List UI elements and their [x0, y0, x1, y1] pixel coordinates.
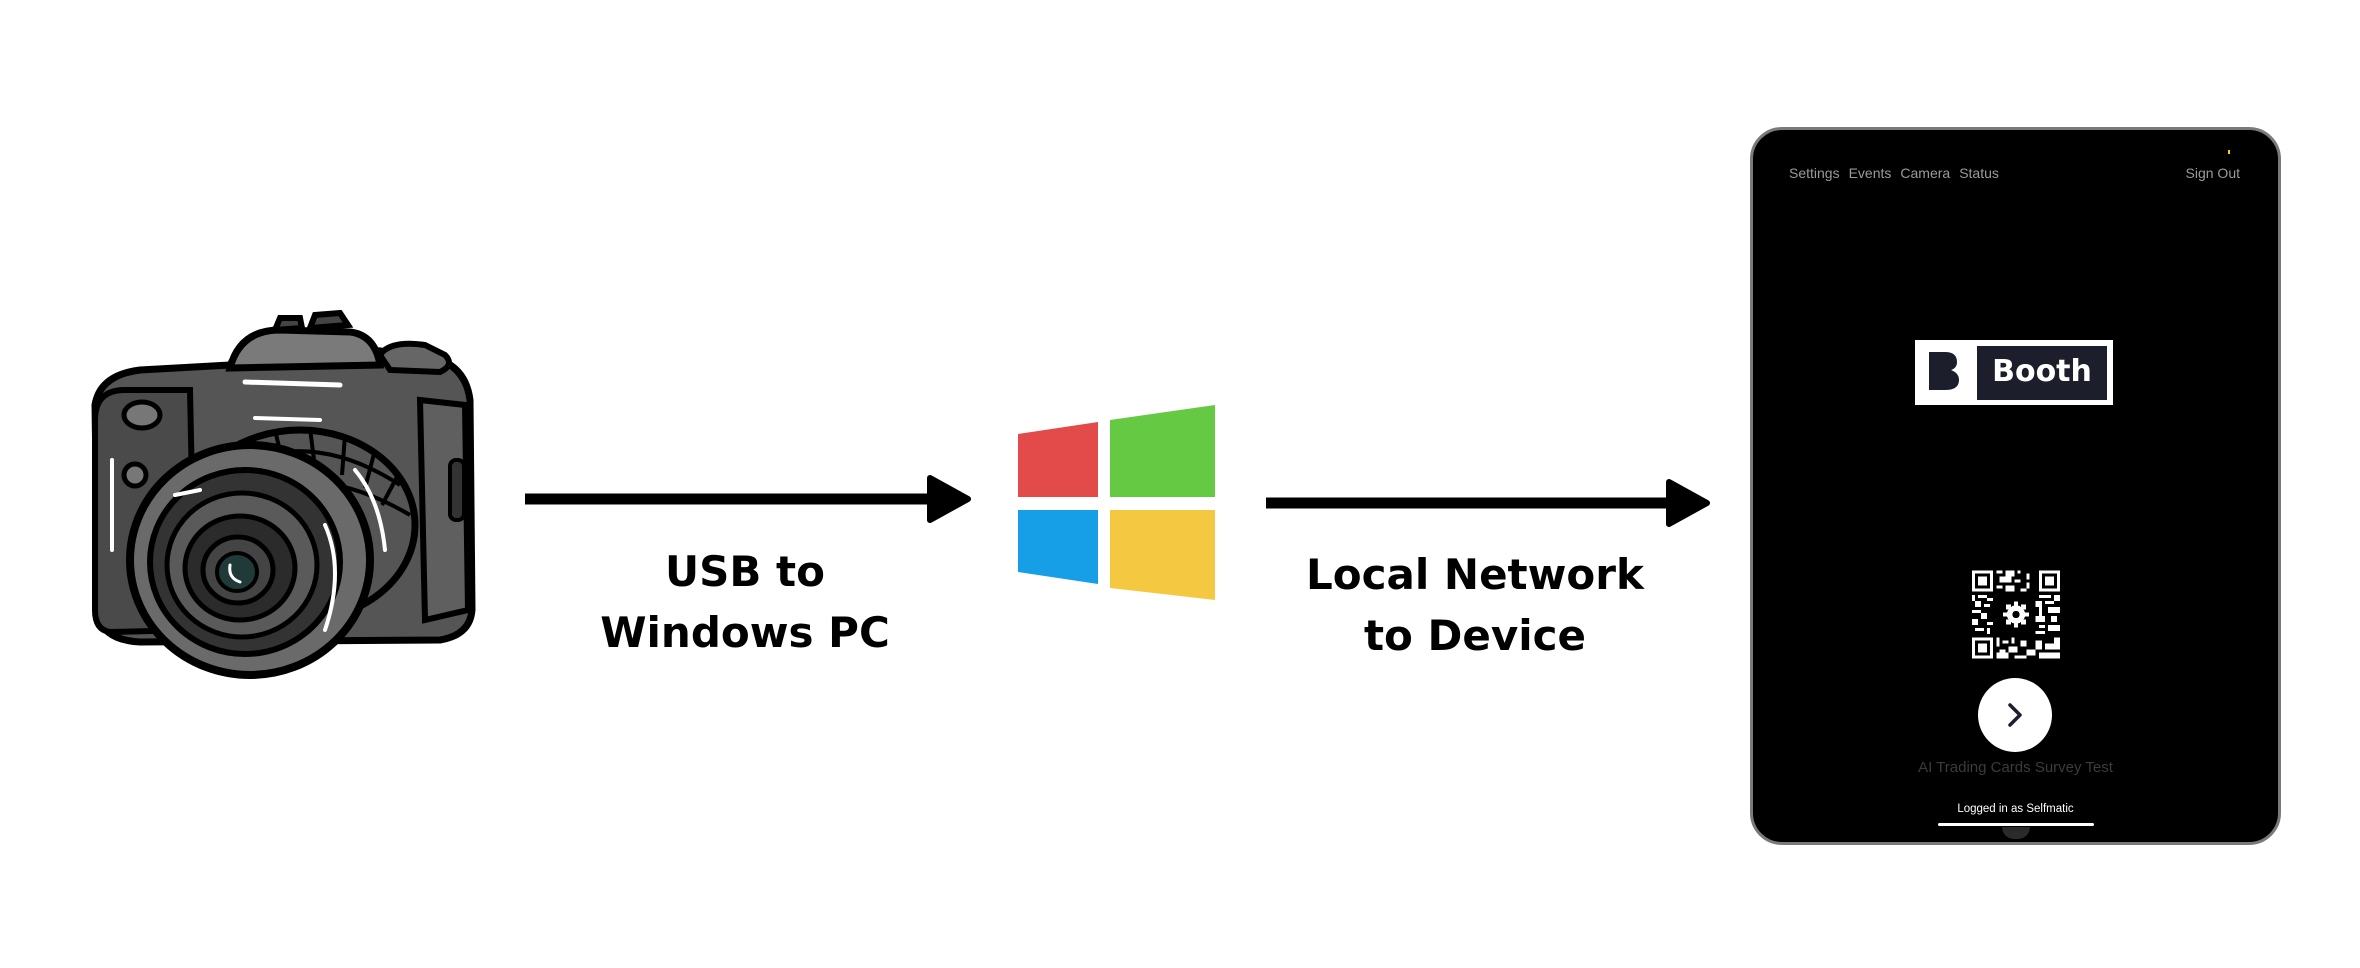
windows-tile-yellow: [1110, 510, 1215, 600]
home-notch: [2002, 827, 2030, 839]
edge-label-line2: to Device: [1363, 611, 1587, 660]
windows-tile-red: [1018, 422, 1098, 497]
arrow-usb: [525, 475, 971, 523]
booth-logo-text: Booth: [1977, 346, 2107, 400]
booth-b-icon: [1929, 352, 1959, 390]
nav-settings[interactable]: Settings: [1789, 165, 1840, 181]
edge-label-network: Local Network to Device: [1275, 544, 1675, 666]
windows-logo-icon: [1018, 405, 1215, 600]
home-indicator[interactable]: [1938, 823, 2094, 826]
status-indicator-dot: [2228, 150, 2230, 154]
edge-label-usb: USB to Windows PC: [545, 541, 945, 663]
sign-out-link[interactable]: Sign Out: [2185, 165, 2240, 181]
nav-status[interactable]: Status: [1959, 165, 1999, 181]
edge-label-line1: Local Network: [1306, 550, 1644, 599]
logged-in-status: Logged in as Selfmatic: [1957, 803, 2074, 815]
chevron-right-icon: [2008, 703, 2022, 727]
qr-code-icon[interactable]: [1972, 570, 2060, 659]
top-nav: Settings Events Camera Status: [1789, 165, 2008, 181]
event-name: AI Trading Cards Survey Test: [1918, 759, 2113, 776]
start-button[interactable]: [1978, 678, 2052, 752]
booth-logo: Booth: [1915, 340, 2113, 405]
edge-label-line1: USB to: [665, 547, 825, 596]
dslr-camera-icon: [91, 310, 476, 679]
arrow-network: [1266, 479, 1710, 527]
tablet-device: Settings Events Camera Status Sign Out Boot…: [1750, 127, 2281, 845]
edge-label-line2: Windows PC: [600, 608, 890, 657]
nav-camera[interactable]: Camera: [1900, 165, 1951, 181]
nav-events[interactable]: Events: [1848, 165, 1892, 181]
windows-tile-green: [1110, 405, 1215, 497]
windows-tile-blue: [1018, 510, 1098, 584]
